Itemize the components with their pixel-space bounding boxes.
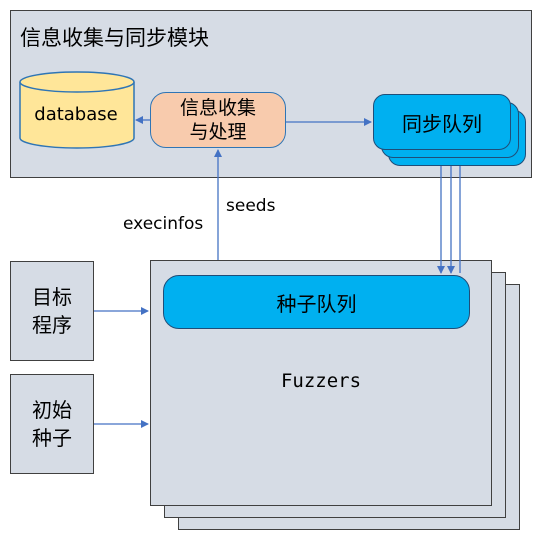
target-program-box: 目标 程序 (10, 261, 94, 361)
target-program-line1: 目标 (32, 285, 72, 309)
database-label: database (34, 104, 118, 125)
module-title: 信息收集与同步模块 (20, 26, 209, 50)
processor-line2: 与处理 (189, 121, 247, 143)
database-cylinder (19, 71, 135, 149)
execinfos-edge-label: execinfos (123, 214, 204, 234)
info-processor-box: 信息收集 与处理 (150, 92, 286, 148)
fuzzers-label: Fuzzers (280, 370, 362, 392)
sync-queue-label: 同步队列 (402, 111, 482, 136)
seed-queue-box: 种子队列 (163, 275, 470, 329)
seed-queue-label: 种子队列 (276, 291, 357, 316)
initial-seeds-box: 初始 种子 (10, 374, 94, 474)
sync-queue-box: 同步队列 (373, 94, 511, 150)
processor-line1: 信息收集 (179, 97, 256, 119)
target-program-line2: 程序 (32, 313, 72, 337)
seeds-edge-label: seeds (226, 196, 276, 216)
initial-seeds-line2: 种子 (32, 426, 72, 450)
initial-seeds-line1: 初始 (32, 398, 72, 422)
